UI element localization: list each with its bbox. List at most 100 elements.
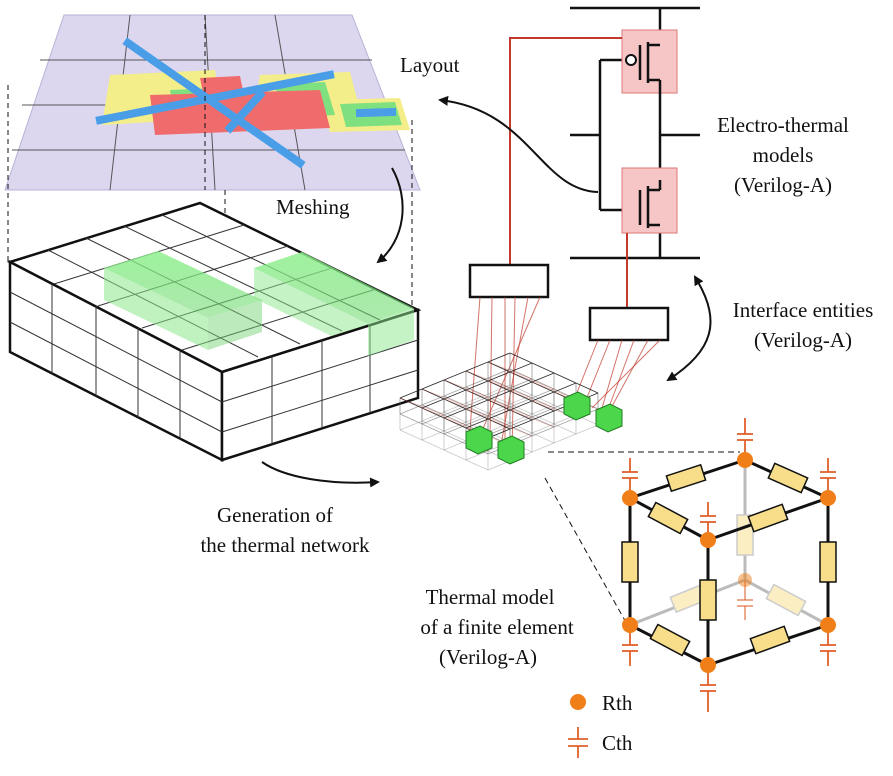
lattice-edge: [487, 361, 511, 373]
label-thermal-model-1: Thermal model: [426, 585, 555, 609]
label-electro-thermal-3: (Verilog-A): [734, 173, 832, 197]
lattice-edge: [421, 423, 445, 435]
lattice-edge: [575, 382, 599, 394]
legend: Rth Cth: [568, 691, 633, 758]
lattice-edge: [443, 370, 467, 381]
lattice-edge: [509, 409, 555, 428]
lattice-edge: [399, 397, 423, 409]
thermal-wires: [509, 37, 628, 308]
lattice-edge: [487, 418, 533, 437]
transistor-circuit: [570, 6, 700, 260]
lattice-edge: [465, 370, 511, 389]
interface-box-left: [468, 263, 550, 299]
lattice-edge: [465, 389, 511, 408]
lattice-edge: [531, 372, 555, 383]
lattice-edge: [443, 449, 467, 461]
cth-capacitor-icon: [568, 727, 588, 758]
lattice-edge: [465, 418, 489, 429]
lattice-edge: [509, 371, 555, 390]
lattice-edge: [553, 433, 577, 444]
lattice-edge: [509, 390, 555, 409]
lattice-edge: [531, 400, 555, 412]
lattice-edge: [443, 379, 467, 391]
rth-node-icon: [570, 694, 586, 710]
lattice-edge: [509, 362, 533, 373]
lattice-edge: [575, 424, 599, 435]
lattice-edge: [487, 380, 533, 399]
lattice-edge: [531, 391, 555, 402]
label-interface-2: (Verilog-A): [754, 328, 852, 352]
lattice-edge: [487, 409, 511, 420]
lattice-edge: [443, 417, 467, 429]
lattice-edge: [509, 352, 533, 364]
lattice-edge: [487, 371, 511, 382]
label-interface-1: Interface entities: [733, 298, 874, 322]
legend-cth-label: Cth: [602, 731, 633, 755]
lattice-edge: [421, 407, 467, 426]
arrow-generation: [261, 461, 380, 488]
lattice-edge: [509, 400, 533, 411]
lattice-edge: [509, 371, 533, 383]
nmos-transistor: [621, 167, 678, 234]
lattice-edge: [531, 362, 555, 374]
lattice-edge: [531, 426, 555, 437]
arrow-interface: [666, 275, 712, 382]
lattice-edge: [465, 361, 489, 372]
lattice-edge: [487, 380, 511, 392]
lattice-edge: [399, 388, 423, 399]
lattice-edge: [421, 407, 445, 419]
lattice-edge: [421, 398, 445, 409]
legend-rth-label: Rth: [602, 691, 633, 715]
interface-box-right: [588, 306, 670, 342]
text-labels: Layout Meshing Electro-thermal models (V…: [200, 53, 873, 669]
lattice-edge: [465, 380, 489, 391]
lattice-edge: [399, 413, 423, 425]
lattice-edge: [443, 433, 467, 445]
lattice-edge: [487, 418, 511, 430]
lattice-edge: [465, 399, 489, 410]
lattice-edge: [509, 381, 533, 392]
lattice-edge: [443, 408, 467, 419]
highlighted-cells: [465, 391, 623, 465]
arrow-meshing: [376, 167, 404, 264]
label-meshing: Meshing: [276, 195, 350, 219]
lattice-edge: [531, 410, 555, 421]
lattice-edge: [553, 382, 577, 393]
label-generation-2: the thermal network: [200, 533, 370, 557]
lattice-edge: [443, 398, 467, 410]
lattice-edge: [509, 419, 533, 430]
lattice-edge: [487, 399, 511, 411]
lattice-edge: [465, 389, 489, 401]
lattice-edge: [509, 409, 533, 421]
lattice-edge: [443, 389, 467, 400]
lattice-edge: [465, 459, 489, 471]
lattice-edge: [421, 439, 445, 451]
pmos-transistor: [621, 29, 678, 95]
lattice-edge: [509, 390, 533, 402]
lattice-edge: [487, 361, 533, 380]
lattice-edge: [487, 352, 511, 363]
lattice-edge: [399, 397, 445, 416]
lattice-edge: [531, 442, 555, 453]
label-electro-thermal-2: models: [753, 143, 814, 167]
label-electro-thermal-1: Electro-thermal: [717, 113, 849, 137]
label-layout: Layout: [400, 53, 460, 77]
arrow-to-layout: [438, 95, 599, 193]
zoom-lines: [544, 451, 740, 627]
layout-plane: [4, 14, 421, 191]
finite-element-model: [621, 418, 837, 712]
lattice-edge: [531, 381, 555, 393]
lattice-edge: [465, 408, 511, 427]
lattice-edge: [399, 429, 423, 441]
lattice-edge: [465, 370, 489, 382]
lattice-edge: [421, 388, 445, 400]
lattice-edge: [421, 388, 467, 407]
lattice-edge: [553, 417, 577, 428]
lattice-edge: [487, 399, 533, 418]
lattice-edge: [487, 390, 511, 401]
label-thermal-model-3: (Verilog-A): [439, 645, 537, 669]
label-generation-1: Generation of: [217, 503, 333, 527]
flow-arrows: [261, 95, 712, 488]
